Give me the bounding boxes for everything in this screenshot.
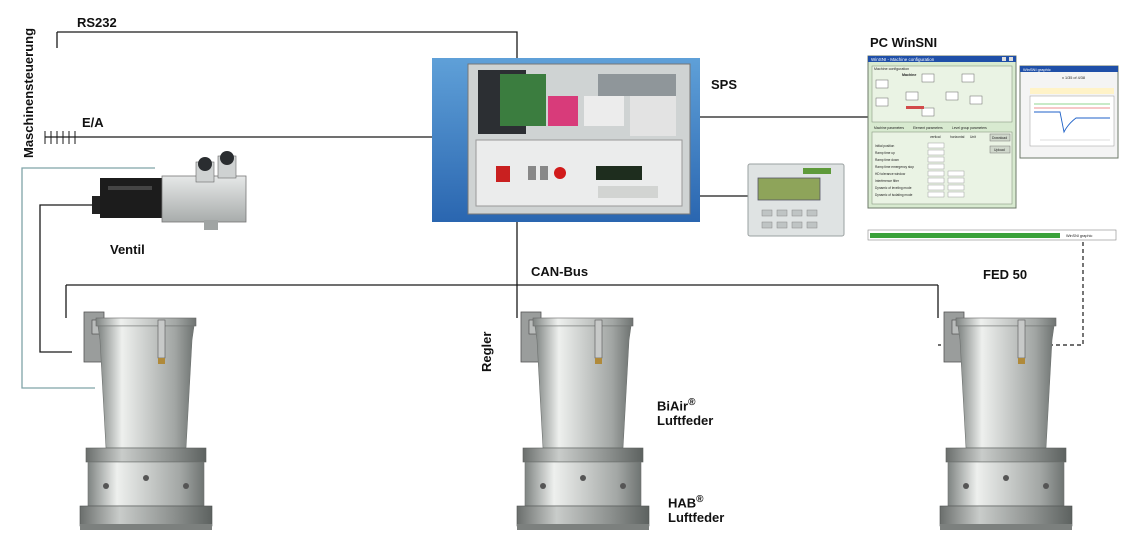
graph-header: x 1/35 of 4/38 — [1062, 76, 1085, 80]
rs232-label: RS232 — [77, 15, 117, 30]
pc-winsni-label: PC WinSNI — [870, 35, 938, 50]
hab-name: HAB — [668, 495, 697, 511]
sps-cabinet — [432, 58, 700, 222]
winsni-row-7: Dynamic of leveling mode — [875, 186, 912, 190]
graph-window: WinSNI graphic x 1/35 of 4/38 — [1019, 65, 1119, 159]
ventil-label: Ventil — [110, 242, 145, 257]
hab-label: HAB® Luftfeder — [668, 494, 724, 526]
winsni-tab-1: Machine parameters — [874, 126, 904, 130]
winsni-tab-2: Element parameters — [913, 126, 943, 130]
biair-subtitle: Luftfeder — [657, 413, 714, 429]
ea-terminals — [44, 131, 76, 144]
download-button: Download — [992, 136, 1007, 140]
winsni-machine-label: Machine — [902, 73, 916, 77]
winsni-row-2: Ramp time up — [875, 151, 895, 155]
regler-label: Regler — [479, 331, 494, 372]
winsni-col-horizontal: horizontal — [950, 135, 965, 139]
biair-label: BiAir® Luftfeder — [657, 397, 713, 429]
biair-name: BiAir — [657, 398, 689, 414]
fed50-label: FED 50 — [983, 267, 1028, 282]
air-hose — [21, 167, 155, 389]
winsni-row-1: Initial position — [875, 144, 895, 148]
winsni-col-vertical: vertical — [930, 135, 941, 139]
winsni-window: WinSNI - Machine configuration Machine c… — [867, 55, 1017, 209]
winsni-row-6: Interference filter — [875, 179, 900, 183]
operator-display — [747, 163, 845, 237]
upload-button: Upload — [994, 148, 1005, 152]
ea-label: E/A — [82, 115, 104, 130]
rs232-line — [56, 31, 518, 58]
biair-registered-mark: ® — [688, 397, 696, 408]
can-bus-line — [65, 222, 939, 318]
winsni-row-4: Ramp time emergency stop — [875, 165, 914, 169]
valve-device — [92, 151, 247, 230]
air-spring-left — [79, 311, 213, 531]
air-spring-middle — [516, 311, 650, 531]
winsni-row-5: HD tolerance window — [875, 172, 906, 176]
graph-window-title: WinSNI graphic — [1023, 67, 1051, 72]
winsni-group-title: Machine configuration — [874, 67, 909, 71]
winsni-row-8: Dynamic of isolating mode — [875, 193, 913, 197]
can-bus-label: CAN-Bus — [531, 264, 589, 279]
winsni-status-bar: WinSNI graphic — [867, 229, 1117, 241]
maschinensteuerung-label: Maschinensteuerung — [21, 27, 36, 158]
winsni-title: WinSNI - Machine configuration — [871, 57, 935, 62]
hab-subtitle: Luftfeder — [668, 510, 725, 526]
winsni-tab-3: Level group parameters — [952, 126, 987, 130]
valve-cable — [39, 204, 92, 353]
winsni-row-3: Ramp time down — [875, 158, 899, 162]
sps-label: SPS — [711, 77, 738, 92]
hab-registered-mark: ® — [696, 494, 704, 505]
svg-text:WinSNI graphic: WinSNI graphic — [1066, 234, 1092, 238]
winsni-col-unit: Unit — [970, 135, 976, 139]
